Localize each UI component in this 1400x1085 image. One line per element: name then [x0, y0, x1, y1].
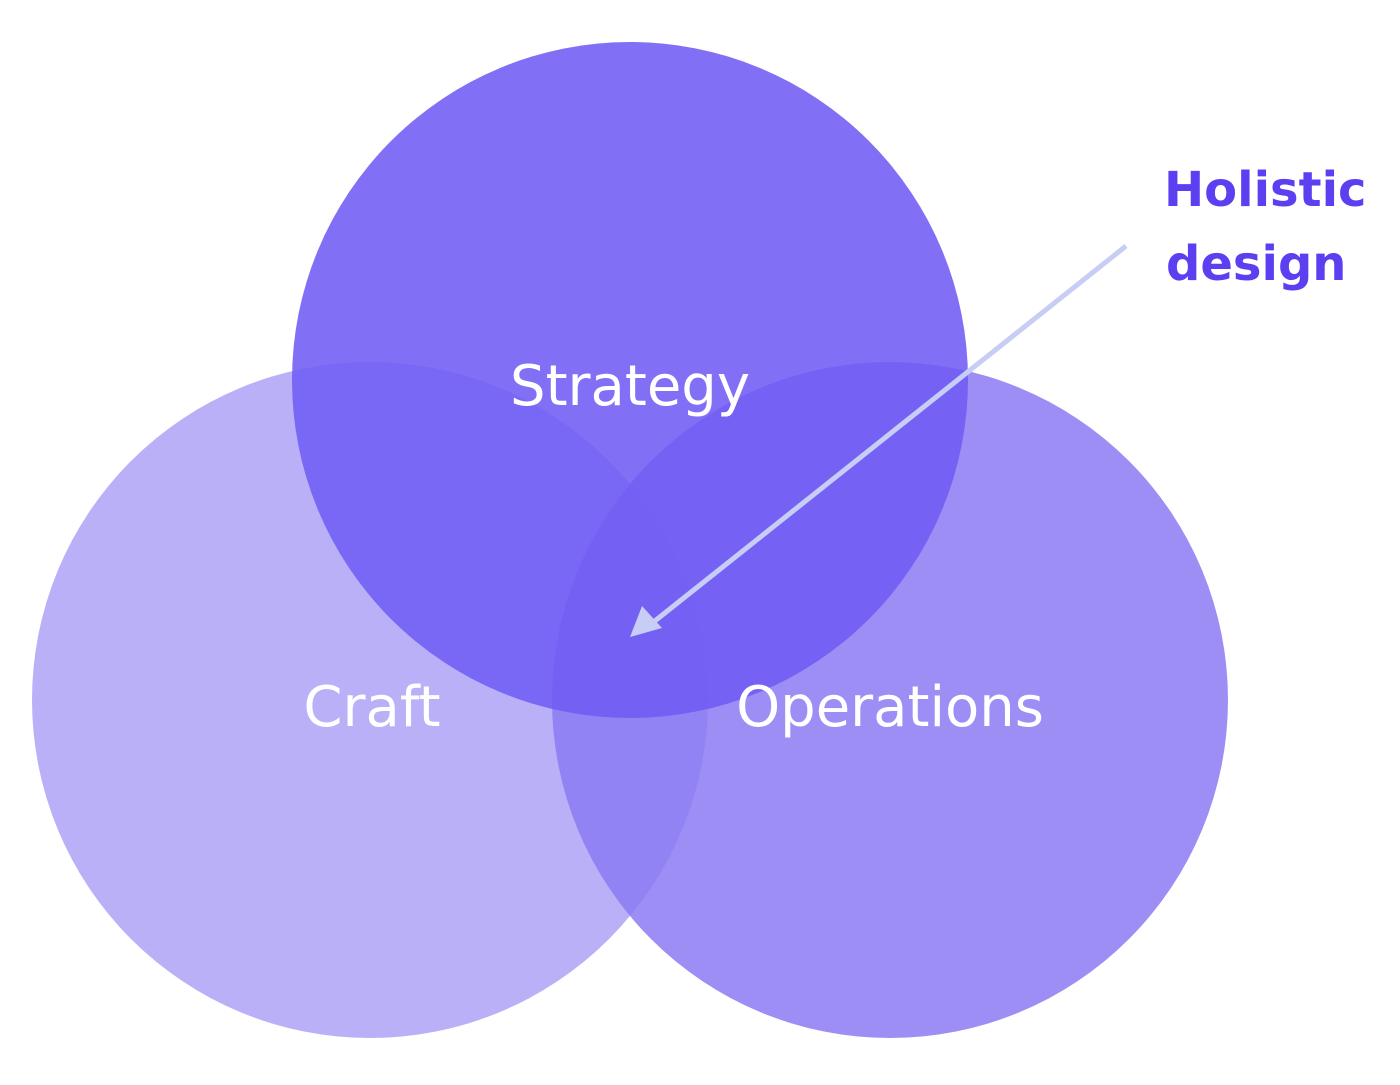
- craft-label: Craft: [303, 675, 440, 740]
- strategy-circle: [292, 42, 968, 718]
- callout-title-line1: Holistic: [1164, 162, 1366, 218]
- operations-label: Operations: [736, 675, 1044, 740]
- callout-arrow: [644, 244, 1128, 630]
- strategy-label: Strategy: [510, 354, 750, 419]
- callout-arrowhead-icon: [630, 606, 662, 637]
- callout-title-line2: design: [1166, 236, 1346, 292]
